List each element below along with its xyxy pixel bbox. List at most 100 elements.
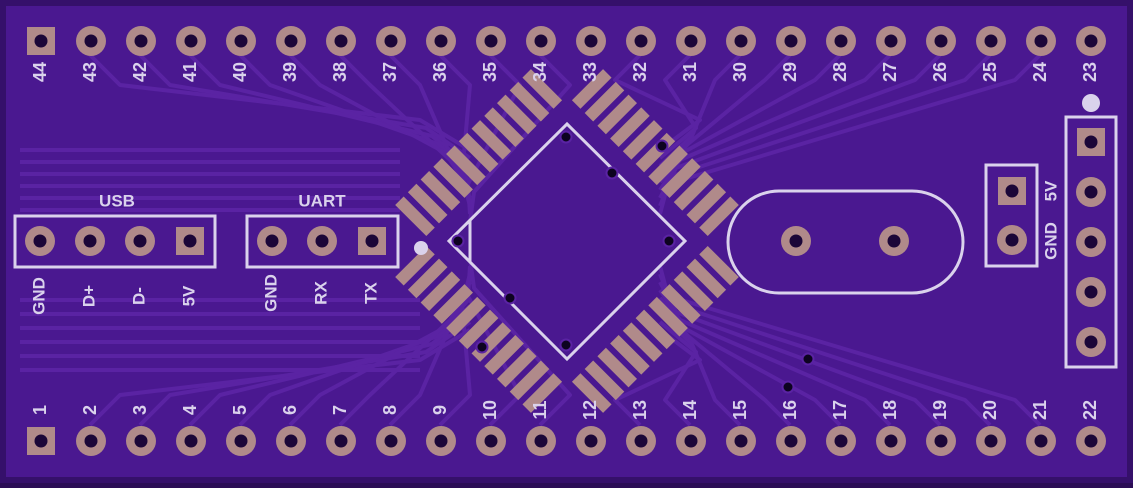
via (781, 380, 795, 394)
top-pin-number: 40 (230, 62, 250, 82)
power-outline (984, 163, 1039, 268)
chip-pad (622, 120, 663, 160)
crystal-outline (726, 189, 965, 295)
bottom-pin-18 (876, 426, 906, 456)
top-pin-number: 38 (330, 62, 350, 82)
chip-pad (420, 170, 461, 211)
bottom-pin-11 (526, 426, 556, 456)
top-pin-number: 35 (480, 62, 500, 82)
bottom-pin-21 (1026, 426, 1056, 456)
bottom-pin-1 (27, 427, 55, 455)
bottom-pin-number: 13 (630, 400, 650, 420)
chip-pad (420, 271, 461, 312)
via (605, 166, 619, 180)
via-layer (451, 130, 815, 394)
top-pin-38 (326, 26, 356, 56)
chip-pad (496, 347, 537, 388)
pin-header-icon (1064, 94, 1118, 369)
top-pin-24 (1026, 26, 1056, 56)
top-pin-number: 42 (130, 62, 150, 82)
chip-pad (407, 258, 448, 299)
top-pin-number: 26 (930, 62, 950, 82)
bottom-pin-8 (376, 426, 406, 456)
trace (658, 53, 1042, 215)
chip-pad (446, 296, 486, 337)
chip-pad (458, 309, 499, 350)
chip-pad (433, 158, 473, 198)
bottom-pin-4 (176, 426, 206, 456)
top-pin-number: 41 (180, 62, 200, 82)
power-pin (997, 225, 1027, 255)
bottom-pin-number: 2 (80, 405, 100, 415)
chip-pad (673, 271, 714, 312)
usb-pin-label: 5V (179, 285, 198, 306)
top-pin-25 (976, 26, 1006, 56)
chip-pad (699, 196, 739, 237)
chip-pad (522, 69, 563, 109)
bottom-pin-number: 11 (530, 400, 550, 419)
chip-pad (635, 309, 676, 350)
right-header-pin (1076, 277, 1106, 307)
trace (658, 53, 698, 160)
bottom-pin-16 (776, 426, 806, 456)
bottom-pin-number: 16 (780, 400, 800, 420)
chip-pad (484, 107, 524, 147)
chip-pad (661, 158, 701, 198)
bottom-pin-9 (426, 426, 456, 456)
bottom-pin-number: 17 (830, 400, 850, 420)
top-pin-32 (626, 26, 656, 56)
trace (658, 288, 892, 427)
chip-pad (597, 94, 638, 135)
chip-pad (610, 107, 650, 147)
usb-pin-label: D- (129, 287, 148, 305)
bottom-pin-number: 6 (280, 405, 300, 415)
chip-pad (496, 94, 537, 135)
chip-pad (648, 296, 688, 337)
top-pin-39 (276, 26, 306, 56)
top-pin-35 (476, 26, 506, 56)
chip-pad (571, 69, 612, 109)
crystal-pad (879, 226, 909, 256)
bottom-pin-number: 20 (980, 400, 1000, 420)
chip-pad (686, 183, 727, 224)
bottom-pin-17 (826, 426, 856, 456)
via (475, 340, 489, 354)
top-pin-number: 32 (630, 62, 650, 82)
chip-pad (484, 335, 524, 375)
via (503, 291, 517, 305)
chip-pad (597, 347, 638, 388)
usb-pin (25, 226, 55, 256)
pin1-marker (1082, 94, 1100, 112)
chip-body-outline (446, 121, 688, 362)
usb-pin-label: D+ (79, 285, 98, 307)
pin1-marker (414, 241, 428, 255)
trace (468, 257, 572, 427)
chip-pad (699, 245, 739, 286)
crystal-oscillator-icon (726, 189, 965, 295)
top-pin-number: 43 (80, 62, 100, 82)
top-pin-37 (376, 26, 406, 56)
usb-pin (176, 227, 204, 255)
chip-pad (395, 196, 435, 237)
top-pin-44 (27, 27, 55, 55)
uart-pin-label: RX (311, 281, 330, 305)
top-pin-31 (676, 26, 706, 56)
top-pin-34 (526, 26, 556, 56)
bottom-pin-number: 5 (230, 405, 250, 415)
chip-pad (446, 145, 486, 186)
right-header-pin (1076, 327, 1106, 357)
top-pin-27 (876, 26, 906, 56)
chip-pad (522, 373, 563, 413)
power-label-gnd: GND (1041, 222, 1060, 260)
top-pin-number: 44 (30, 62, 50, 82)
chip-pad (395, 245, 435, 286)
uart-pin (307, 226, 337, 256)
chip-pad (622, 322, 663, 362)
top-pin-42 (126, 26, 156, 56)
power-pin (998, 177, 1026, 205)
